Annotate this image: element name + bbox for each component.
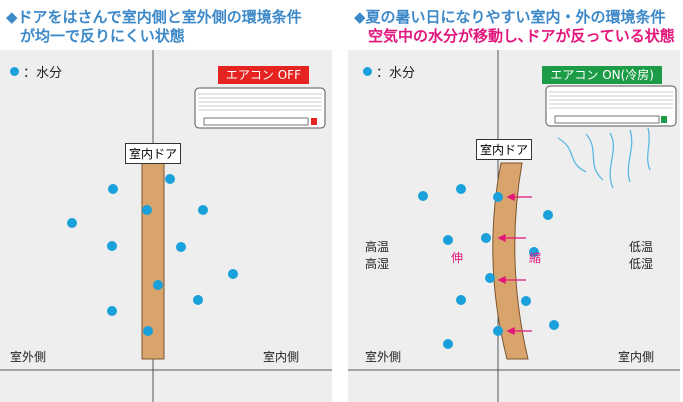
cold-air-icon: [557, 127, 651, 189]
ac-status-badge: エアコン OFF: [217, 66, 309, 84]
inside-conditions: 低温 低湿: [629, 239, 653, 273]
moisture-dot-icon: [493, 326, 503, 336]
left-heading-line2: が均一で反りにくい状態: [20, 27, 185, 45]
inside-temp: 低温: [629, 240, 654, 254]
right-heading-line2: 空気中の水分が移動し､ドアが反っている状態: [368, 27, 675, 45]
panel-warped-conditions: ◆夏の暑い日になりやすい室内・外の環境条件 空気中の水分が移動し､ドアが反ってい…: [348, 0, 680, 402]
moisture-dot-icon: [456, 184, 466, 194]
air-conditioner-icon: [545, 85, 677, 127]
moisture-dot-icon: [107, 241, 117, 251]
outside-label: 室外側: [10, 350, 47, 364]
moisture-dot-icon: [153, 280, 163, 290]
ac-status-badge: エアコン ON(冷房): [542, 66, 662, 84]
right-diagram-art: [348, 50, 680, 402]
moisture-dot-icon: [418, 191, 428, 201]
moisture-dot-icon: [193, 295, 203, 305]
arrow-icon: [497, 275, 526, 285]
moisture-dot-icon: [485, 273, 495, 283]
moisture-dot-icon: [10, 67, 19, 76]
moisture-dot-icon: [443, 235, 453, 245]
expand-label: 伸: [451, 251, 464, 265]
moisture-dot-icon: [165, 174, 175, 184]
shrink-label: 縮: [529, 251, 542, 265]
left-heading: ◆ドアをはさんで室内側と室外側の環境条件 が均一で反りにくい状態: [6, 8, 302, 46]
moisture-dot-icon: [521, 296, 531, 306]
moisture-dot-icon: [493, 192, 503, 202]
legend-text: ：水分: [23, 66, 63, 81]
moisture-dot-icon: [142, 205, 152, 215]
legend: ：水分: [10, 62, 62, 81]
moisture-dot-icon: [456, 295, 466, 305]
door-label: 室内ドア: [125, 143, 182, 164]
air-conditioner-icon: [194, 87, 326, 129]
moisture-dot-icon: [143, 326, 153, 336]
inside-humidity: 低湿: [629, 257, 654, 271]
moisture-dot-icon: [529, 247, 539, 257]
outside-conditions: 高温 高湿: [365, 239, 389, 273]
right-heading-line1: ◆夏の暑い日になりやすい室内・外の環境条件: [354, 8, 666, 26]
left-diagram-art: [0, 50, 332, 402]
moisture-dot-icon: [443, 339, 453, 349]
right-heading: ◆夏の暑い日になりやすい室内・外の環境条件 空気中の水分が移動し､ドアが反ってい…: [354, 8, 675, 46]
moisture-dot-icon: [198, 205, 208, 215]
door-warped: [492, 162, 529, 360]
moisture-dot-icon: [481, 233, 491, 243]
inside-label: 室内側: [618, 350, 655, 364]
outside-temp: 高温: [365, 240, 390, 254]
door-label: 室内ドア: [476, 139, 533, 160]
moisture-dot-icon: [228, 269, 238, 279]
legend: ：水分: [363, 62, 415, 81]
moisture-dot-icon: [107, 306, 117, 316]
arrow-icon: [497, 233, 526, 243]
moisture-dot-icon: [67, 218, 77, 228]
moisture-dot-icon: [176, 242, 186, 252]
moisture-dot-icon: [363, 67, 372, 76]
moisture-dot-icon: [108, 184, 118, 194]
arrow-icon: [506, 326, 532, 336]
outside-humidity: 高湿: [365, 257, 390, 271]
legend-text: ：水分: [376, 66, 416, 81]
panel-uniform-conditions: ◆ドアをはさんで室内側と室外側の環境条件 が均一で反りにくい状態: [0, 0, 332, 402]
outside-label: 室外側: [365, 350, 402, 364]
inside-label: 室内側: [263, 350, 300, 364]
left-heading-line1: ◆ドアをはさんで室内側と室外側の環境条件: [6, 8, 302, 26]
moisture-dot-icon: [543, 210, 553, 220]
arrow-icon: [506, 192, 532, 202]
moisture-dot-icon: [549, 320, 559, 330]
